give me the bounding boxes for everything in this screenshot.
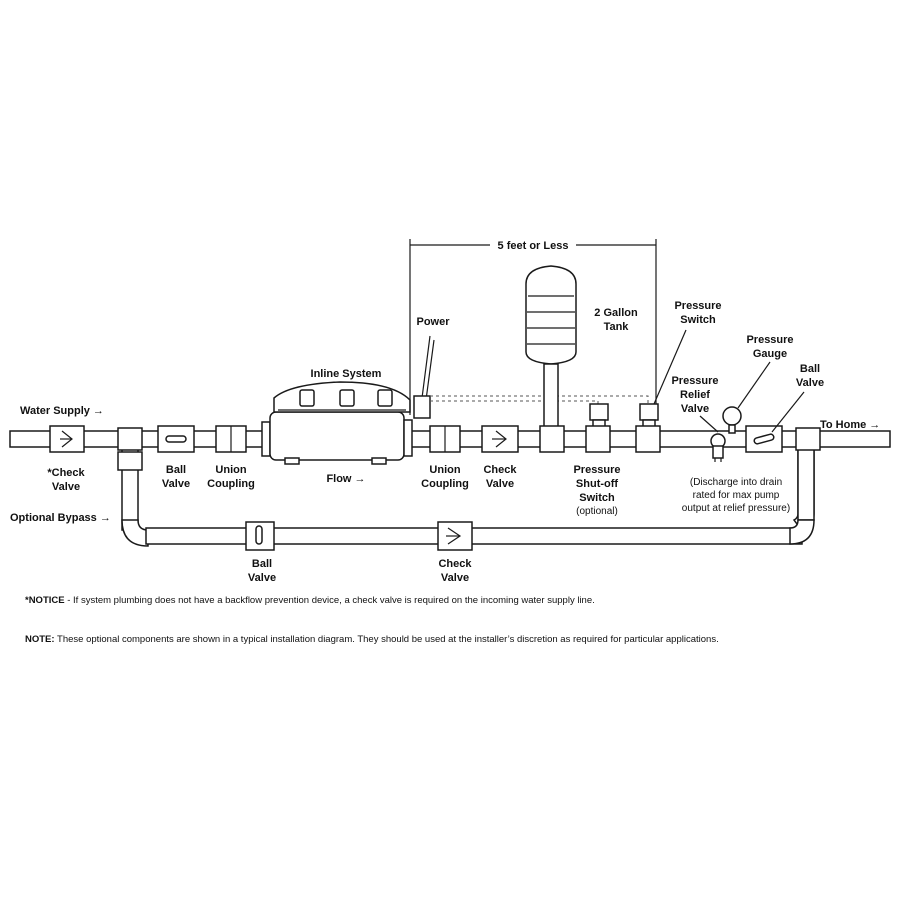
label-ball-valve-3-2: Valve xyxy=(796,377,824,389)
label-tank: 2 Gallon xyxy=(594,307,638,319)
label-ball-valve-3: Ball xyxy=(800,363,820,375)
label-ball-valve-1-2: Valve xyxy=(162,478,190,490)
label-ball-valve-1: Ball xyxy=(166,464,186,476)
ball-valve-3 xyxy=(745,391,805,453)
label-pressure-switch: Pressure xyxy=(674,300,721,312)
label-discharge-3: output at relief pressure) xyxy=(682,503,790,514)
label-shutoff-2: Shut-off xyxy=(576,478,618,490)
notice-body: - If system plumbing does not have a bac… xyxy=(64,595,595,606)
dimension-5-feet xyxy=(409,239,657,415)
label-pressure-switch-2: Switch xyxy=(680,314,716,326)
ball-valve-1 xyxy=(157,425,195,453)
label-bypass-ball-valve-2: Valve xyxy=(248,572,276,584)
label-union-coupling-2-2: Coupling xyxy=(421,478,469,490)
note-body: These optional components are shown in a… xyxy=(54,634,719,645)
note-text: NOTE: These optional components are show… xyxy=(25,634,719,645)
label-relief-2: Relief xyxy=(680,389,710,401)
label-check-valve-supply: *Check xyxy=(47,467,85,479)
label-relief-3: Valve xyxy=(681,403,709,415)
label-flow: Flow → xyxy=(326,473,365,485)
label-check-valve-2-2: Valve xyxy=(486,478,514,490)
tee-fitting-left xyxy=(117,427,143,451)
inline-system-unit xyxy=(261,381,413,465)
label-bypass-check-valve: Check xyxy=(438,558,472,570)
two-gallon-tank xyxy=(525,265,577,453)
label-union-coupling-2: Union xyxy=(429,464,460,476)
label-check-valve-2: Check xyxy=(483,464,517,476)
notice-label: *NOTICE xyxy=(25,595,65,606)
check-valve-supply xyxy=(49,425,85,453)
bypass-check-valve xyxy=(437,521,473,551)
label-optional-bypass: Optional Bypass → xyxy=(10,512,111,524)
union-coupling-1 xyxy=(215,425,247,453)
label-inline-system: Inline System xyxy=(311,368,382,380)
pressure-relief-valve xyxy=(699,415,726,462)
control-wire xyxy=(430,395,649,404)
label-gauge: Pressure xyxy=(746,334,793,346)
label-shutoff-3: Switch xyxy=(579,492,615,504)
pressure-gauge xyxy=(722,361,771,434)
union-coupling-2 xyxy=(429,425,461,453)
label-relief: Pressure xyxy=(671,375,718,387)
label-discharge-2: rated for max pump xyxy=(693,490,780,501)
pressure-switch xyxy=(635,329,687,453)
tee-fitting-left-lower xyxy=(117,451,143,471)
check-valve-2 xyxy=(481,425,519,453)
label-5-feet: 5 feet or Less xyxy=(498,240,569,252)
label-check-valve-supply-2: Valve xyxy=(52,481,80,493)
label-tank-2: Tank xyxy=(604,321,630,333)
pressure-shutoff-switch xyxy=(585,403,611,453)
label-to-home: To Home → xyxy=(820,419,880,431)
label-union-coupling-1: Union xyxy=(215,464,246,476)
bypass-ball-valve xyxy=(245,521,275,551)
notice-text: *NOTICE - If system plumbing does not ha… xyxy=(25,595,595,606)
label-discharge: (Discharge into drain xyxy=(690,477,782,488)
power-cord xyxy=(413,335,435,419)
label-water-supply: Water Supply → xyxy=(20,405,104,417)
label-bypass-ball-valve: Ball xyxy=(252,558,272,570)
label-gauge-2: Gauge xyxy=(753,348,787,360)
label-shutoff-4: (optional) xyxy=(576,506,618,517)
label-power: Power xyxy=(416,316,450,328)
label-bypass-check-valve-2: Valve xyxy=(441,572,469,584)
label-shutoff: Pressure xyxy=(573,464,620,476)
bypass-pipe xyxy=(121,443,815,547)
tee-fitting-right xyxy=(795,427,821,451)
label-union-coupling-1-2: Coupling xyxy=(207,478,255,490)
note-label: NOTE: xyxy=(25,634,55,645)
